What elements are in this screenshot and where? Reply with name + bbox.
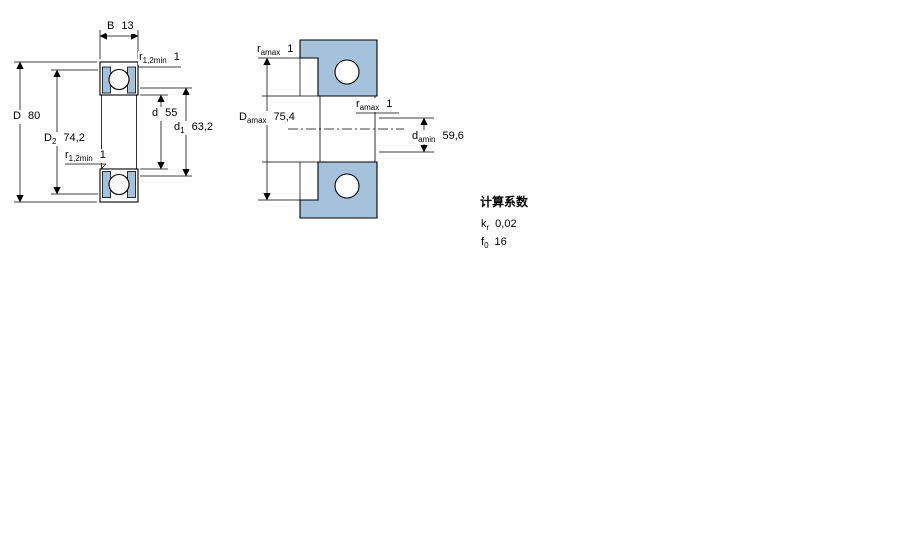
dim-label-damin: damin 59,6 — [411, 130, 465, 145]
right-top-ball — [334, 59, 360, 85]
dim-value: 59,6 — [442, 130, 464, 142]
factor-value: 16 — [494, 236, 507, 248]
dim-subscript: amax — [260, 48, 281, 58]
dim-value: 13 — [121, 20, 134, 32]
left-dimension-lines — [14, 30, 192, 203]
dim-subscript: 2 — [51, 137, 57, 147]
dim-value: 75,4 — [273, 111, 295, 123]
factor-kr: kr 0,02 — [481, 218, 517, 232]
dim-value: 74,2 — [63, 132, 85, 144]
dim-value: 1 — [99, 149, 106, 161]
dim-value: 63,2 — [191, 121, 213, 133]
factor-symbol: k — [481, 218, 487, 230]
dim-label-r12-bottom: r1,2min 1 — [64, 149, 107, 164]
leader-line-r-bottom — [100, 163, 107, 170]
right-shaft-housing-lines — [262, 58, 404, 200]
factor-subscript: 0 — [484, 241, 489, 251]
calculation-factors-title: 计算系数 — [480, 195, 529, 209]
right-bottom-ball — [334, 173, 360, 199]
dim-symbol: B — [107, 20, 115, 32]
left-bearing-figure — [99, 61, 139, 203]
dim-label-Damax: Damax 75,4 — [238, 111, 296, 126]
dim-label-d: d 55 — [151, 107, 179, 122]
dim-subscript: amin — [418, 135, 436, 145]
dim-symbol: r — [257, 43, 261, 55]
dim-subscript: 1,2min — [68, 154, 93, 164]
dim-symbol: D — [44, 132, 52, 144]
dim-label-B: B 13 — [106, 20, 135, 35]
dim-symbol: d — [174, 121, 181, 133]
factor-f0: f0 16 — [481, 236, 507, 250]
dim-value: 1 — [173, 51, 180, 63]
factor-symbol: f — [481, 236, 485, 248]
dim-symbol: r — [139, 51, 143, 63]
dim-subscript: amax — [359, 103, 380, 113]
left-bottom-ball — [108, 173, 130, 196]
dim-label-d1: d1 63,2 — [173, 121, 214, 136]
dim-label-ra-mid: ramax 1 — [355, 98, 394, 113]
dim-value: 1 — [287, 43, 294, 55]
left-top-ball — [108, 68, 130, 91]
dim-label-r12-top: r1,2min 1 — [138, 51, 181, 66]
dim-symbol: D — [239, 111, 247, 123]
dim-value: 1 — [386, 98, 393, 110]
dim-symbol: d — [152, 107, 159, 119]
dim-symbol: r — [65, 149, 69, 161]
dim-label-ra-top: ramax 1 — [256, 43, 295, 58]
factor-value: 0,02 — [495, 218, 517, 230]
dim-subscript: amax — [246, 116, 267, 126]
dim-symbol: r — [356, 98, 360, 110]
dim-label-D2: D2 74,2 — [43, 132, 86, 147]
dim-subscript: 1 — [180, 126, 185, 136]
dim-subscript: 1,2min — [142, 56, 167, 66]
dim-value: 55 — [165, 107, 178, 119]
dim-symbol: D — [13, 110, 21, 122]
dim-value: 80 — [27, 110, 41, 122]
dim-symbol: d — [412, 130, 419, 142]
dim-label-D: D 80 — [12, 110, 42, 125]
factor-subscript: r — [486, 223, 490, 233]
